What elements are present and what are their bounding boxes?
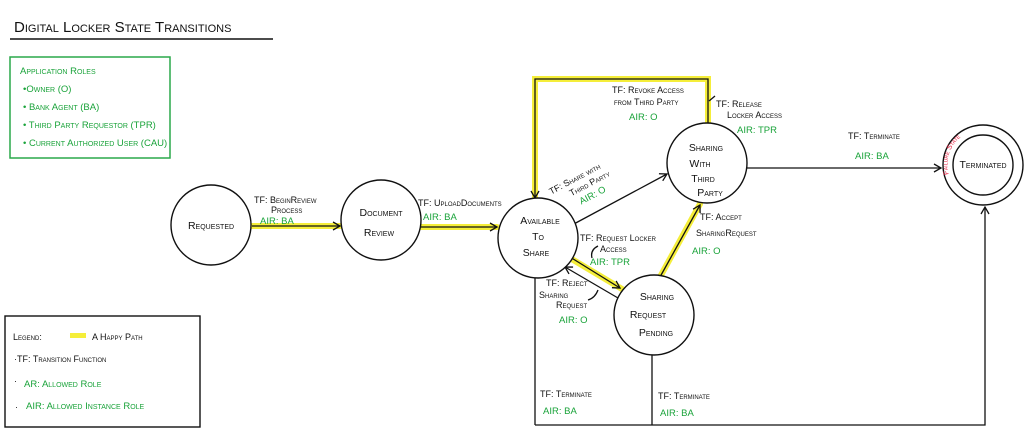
svg-text:Terminated: Terminated xyxy=(959,159,1006,171)
svg-text:AIR: O: AIR: O xyxy=(692,246,721,257)
svg-text:AIR: O: AIR: O xyxy=(559,315,588,326)
svg-text:Process: Process xyxy=(271,205,302,215)
svg-text:·TF: Transition Function: ·TF: Transition Function xyxy=(14,354,106,364)
svg-text:AIR: BA: AIR: BA xyxy=(260,216,294,227)
label-terminate-pending: TF: Terminate AIR: BA xyxy=(658,391,710,419)
svg-text:TF: Release: TF: Release xyxy=(716,99,762,109)
svg-text:TF: Terminate: TF: Terminate xyxy=(848,131,900,141)
svg-text:TF: Terminate: TF: Terminate xyxy=(540,389,592,399)
label-upload-documents: TF: UploadDocuments AIR: BA xyxy=(418,198,502,223)
application-roles-box: Application Roles •Owner (O) • Bank Agen… xyxy=(9,56,171,159)
role-item: • Third Party Requestor (TPR) xyxy=(23,120,156,131)
svg-text:·: · xyxy=(15,402,18,412)
svg-text:TF: Terminate: TF: Terminate xyxy=(658,391,710,401)
svg-text:Request: Request xyxy=(630,309,667,321)
roles-heading: Application Roles xyxy=(20,66,96,77)
happy-path xyxy=(249,76,711,292)
svg-text:Pending: Pending xyxy=(639,327,673,339)
role-item: • Current Authorized User (CAU) xyxy=(23,138,167,149)
svg-text:Review: Review xyxy=(364,227,395,239)
svg-text:TF: Reject: TF: Reject xyxy=(546,278,588,288)
diagram-title: Digital Locker State Transitions xyxy=(14,19,231,36)
svg-text:Party: Party xyxy=(697,187,723,199)
label-begin-review: TF: BeginReview Process AIR: BA xyxy=(254,195,317,227)
svg-text:Request: Request xyxy=(556,300,588,310)
svg-text:AIR: BA: AIR: BA xyxy=(855,151,889,162)
svg-text:Locker Access: Locker Access xyxy=(727,110,782,120)
label-terminate-sharing: TF: Terminate AIR: BA xyxy=(848,131,900,162)
svg-text:AIR: O: AIR: O xyxy=(629,112,658,123)
svg-text:·: · xyxy=(14,376,17,386)
svg-text:To: To xyxy=(532,231,544,243)
svg-text:TF: UploadDocuments: TF: UploadDocuments xyxy=(418,198,502,208)
transition-edges xyxy=(252,78,990,426)
legend-box: Legend: A Happy Path ·TF: Transition Fun… xyxy=(4,315,201,428)
svg-text:With: With xyxy=(689,158,710,170)
role-item: • Bank Agent (BA) xyxy=(23,102,99,113)
svg-text:TF: Accept: TF: Accept xyxy=(700,212,742,222)
svg-text:Document: Document xyxy=(360,207,404,219)
svg-text:Available: Available xyxy=(520,215,560,227)
svg-text:Sharing: Sharing xyxy=(689,142,723,154)
state-available-to-share[interactable]: Available To Share xyxy=(497,197,579,279)
svg-text:TF: Revoke Access: TF: Revoke Access xyxy=(612,85,684,95)
state-terminated[interactable]: Terminated Failure State xyxy=(942,124,1024,206)
svg-text:Third: Third xyxy=(691,173,715,185)
state-requested[interactable]: Requested xyxy=(170,184,252,266)
svg-text:A Happy Path: A Happy Path xyxy=(92,332,143,342)
svg-text:Legend:: Legend: xyxy=(13,332,42,342)
svg-text:TF: BeginReview: TF: BeginReview xyxy=(254,195,317,205)
svg-text:AR: Allowed Role: AR: Allowed Role xyxy=(24,379,102,390)
svg-text:AIR: Allowed Instance Role: AIR: Allowed Instance Role xyxy=(26,401,145,412)
svg-text:Access: Access xyxy=(600,244,627,254)
svg-text:TF: Request Locker: TF: Request Locker xyxy=(580,233,657,243)
svg-text:AIR: TPR: AIR: TPR xyxy=(590,257,630,268)
label-accept: TF: Accept SharingRequest AIR: O xyxy=(692,212,757,257)
label-terminate-available: TF: Terminate AIR: BA xyxy=(540,389,592,417)
label-release: TF: Release Locker Access AIR: TPR xyxy=(716,99,782,136)
state-sharing-request-pending[interactable]: Sharing Request Pending xyxy=(613,274,695,356)
svg-text:Share: Share xyxy=(523,247,550,259)
role-item: •Owner (O) xyxy=(23,84,71,95)
svg-text:Sharing: Sharing xyxy=(539,290,569,300)
svg-text:AIR: BA: AIR: BA xyxy=(423,212,457,223)
svg-text:from Third Party: from Third Party xyxy=(614,97,679,107)
label-request-locker-access: TF: Request Locker Access AIR: TPR xyxy=(580,233,657,268)
svg-text:SharingRequest: SharingRequest xyxy=(696,228,757,238)
label-revoke: TF: Revoke Access from Third Party AIR: … xyxy=(612,85,684,123)
label-reject: TF: Reject Sharing Request AIR: O xyxy=(539,278,588,326)
svg-text:AIR: BA: AIR: BA xyxy=(660,408,694,419)
svg-text:Sharing: Sharing xyxy=(640,291,674,303)
svg-text:AIR: TPR: AIR: TPR xyxy=(737,125,777,136)
svg-text:AIR: BA: AIR: BA xyxy=(543,406,577,417)
state-document-review[interactable]: Document Review xyxy=(340,179,422,261)
state-sharing-with-third-party[interactable]: Sharing With Third Party xyxy=(666,122,748,204)
happy-path-swatch xyxy=(70,333,86,338)
svg-text:Requested: Requested xyxy=(188,220,234,232)
